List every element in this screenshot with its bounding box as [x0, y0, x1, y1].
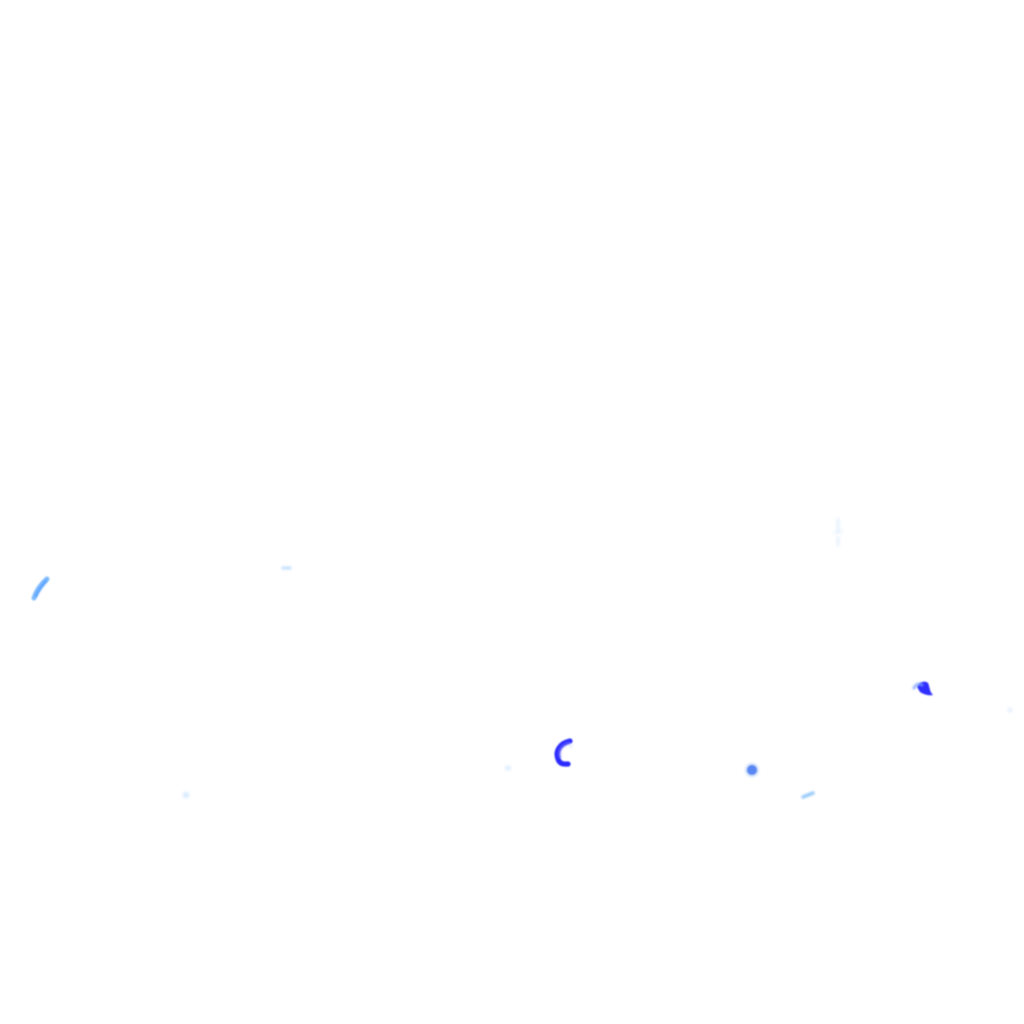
ink-mark-crescent-center-halo [558, 741, 571, 759]
ink-mark-crescent-center [554, 738, 573, 767]
ink-mark-dot-lower-left [183, 792, 189, 798]
ink-mark-tick-upper-right-cross [833, 530, 843, 534]
ink-mark-dot-lower-right [747, 765, 757, 775]
ink-mark-crescent-center-speck [569, 744, 573, 748]
ink-mark-diagonal-stroke-left-core [34, 579, 48, 598]
ink-mark-dot-far-right-edge [1007, 707, 1013, 713]
ink-mark-arrowhead-right-tail [912, 682, 924, 690]
ink-mark-dot-lower-right-halo [745, 763, 759, 777]
ink-mark-dash-lower-right [801, 791, 815, 799]
ink-mark-dot-center-left [504, 765, 512, 771]
